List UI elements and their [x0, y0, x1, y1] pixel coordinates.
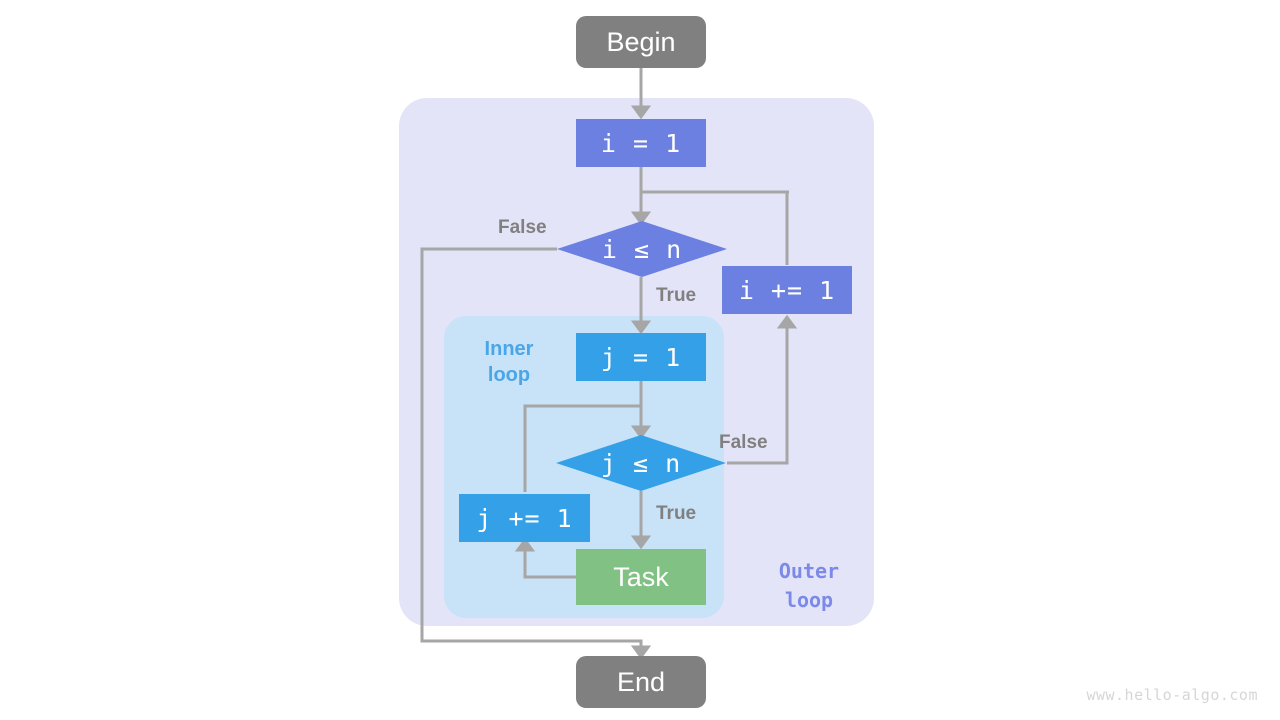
edge-task-to-incr-j	[514, 537, 576, 579]
edge-label-outer-true: True	[656, 285, 697, 306]
node-init-i[interactable]: i = 1	[576, 119, 706, 167]
node-incr-j-label: j += 1	[476, 503, 573, 533]
edge-label-outer-false: False	[498, 217, 547, 238]
edge-incr-j-feedback	[523, 404, 641, 492]
edge-cond-j-false-to-incr-i	[727, 314, 798, 465]
node-incr-i-label: i += 1	[738, 275, 836, 305]
node-init-j[interactable]: j = 1	[576, 333, 706, 381]
group-label-outer-loop: Outer loop	[778, 559, 840, 612]
node-cond-i-label: i ≤ n	[601, 234, 683, 264]
node-task[interactable]: Task	[576, 549, 706, 605]
edge-cond-i-false-to-end	[420, 247, 652, 660]
edge-label-inner-false: False	[719, 432, 768, 453]
node-task-label: Task	[613, 561, 669, 592]
node-init-j-label: j = 1	[600, 342, 682, 372]
node-init-i-label: i = 1	[600, 128, 682, 158]
node-begin-label: Begin	[606, 26, 676, 57]
node-cond-j-label: j ≤ n	[600, 448, 682, 478]
group-label-inner-loop: Inner loop	[484, 338, 534, 386]
node-cond-j[interactable]: j ≤ n	[556, 435, 726, 491]
node-incr-j[interactable]: j += 1	[459, 494, 590, 542]
watermark: www.hello-algo.com	[1086, 686, 1258, 704]
node-end[interactable]: End	[576, 656, 706, 708]
diamond-shape-cond-i	[557, 221, 727, 277]
diamond-shape-cond-j	[556, 435, 726, 491]
node-begin[interactable]: Begin	[576, 16, 706, 68]
edge-label-inner-true: True	[656, 503, 697, 524]
node-incr-i[interactable]: i += 1	[722, 266, 852, 314]
node-end-label: End	[616, 666, 666, 697]
node-cond-i[interactable]: i ≤ n	[557, 221, 727, 277]
